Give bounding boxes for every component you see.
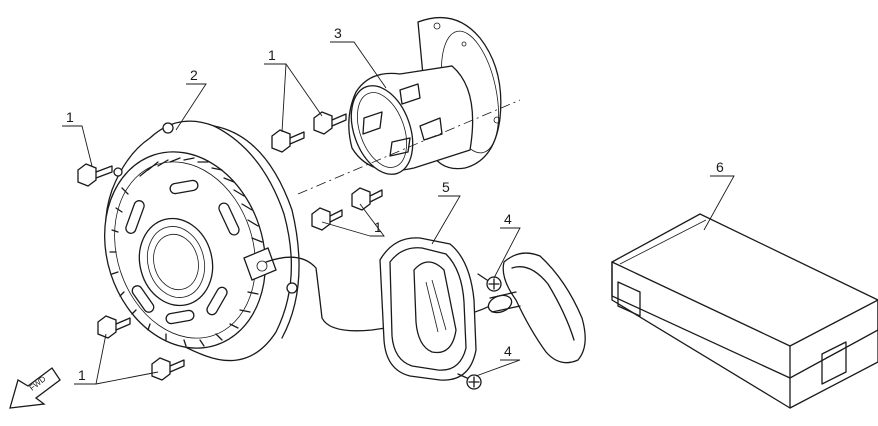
leader-lines xyxy=(62,41,735,385)
callout-screw-lower: 4 xyxy=(504,343,512,359)
bolt-part-bottom-2 xyxy=(151,357,185,381)
bolt-part-top-2 xyxy=(313,111,347,135)
bolt-part-mid-1 xyxy=(351,187,383,211)
forward-direction-arrow: FWD xyxy=(9,367,61,409)
bolt-part-left xyxy=(77,163,113,187)
callout-bolts-bottom: 1 xyxy=(78,367,86,383)
bolt-part-top-1 xyxy=(271,129,305,153)
bolt-part-bottom-1 xyxy=(97,315,131,339)
starter-cup-part xyxy=(297,16,521,195)
box-part xyxy=(611,213,878,409)
bolt-part-mid-2 xyxy=(311,207,343,231)
screw-part-upper xyxy=(477,273,502,292)
callout-bolts-top: 1 xyxy=(268,47,276,63)
callout-screw-upper: 4 xyxy=(504,211,512,227)
callout-handle-guide: 5 xyxy=(442,179,450,195)
starter-cover-part xyxy=(103,120,300,362)
handle-guide-part xyxy=(379,237,477,381)
callout-bolt-left: 1 xyxy=(66,109,74,125)
callout-box: 6 xyxy=(716,159,724,175)
screw-part-lower xyxy=(457,373,482,390)
callout-cup: 3 xyxy=(334,25,342,41)
starter-handle-part xyxy=(487,252,586,364)
callout-cover: 2 xyxy=(190,67,198,83)
callout-bolts-mid: 1 xyxy=(374,219,382,235)
